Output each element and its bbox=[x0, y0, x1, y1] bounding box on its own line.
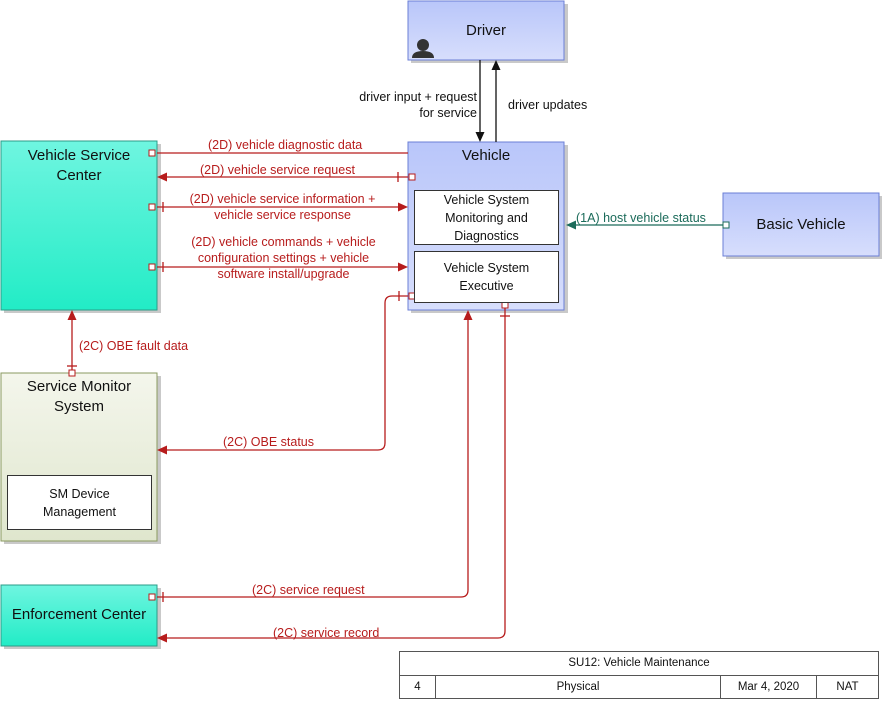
service-info-label: (2D) vehicle service information + vehic… bbox=[189, 192, 376, 222]
obe-status-label: (2C) OBE status bbox=[223, 435, 314, 449]
vehicle-commands-label: (2D) vehicle commands + vehicle configur… bbox=[191, 235, 376, 281]
driver-input-label: driver input + request for service bbox=[359, 90, 477, 120]
basic-vehicle-label: Basic Vehicle bbox=[756, 216, 846, 233]
enforcement-center-label: Enforcement Center bbox=[11, 606, 147, 623]
driver-label: Driver bbox=[466, 22, 506, 39]
sm-device-management[interactable]: SM Device Management bbox=[7, 475, 152, 530]
flow-driver-updates bbox=[491, 60, 501, 142]
title-block: SU12: Vehicle Maintenance 4 Physical Mar… bbox=[399, 651, 879, 699]
flow-host-vehicle-status bbox=[566, 220, 730, 230]
service-request-2d-label: (2D) vehicle service request bbox=[200, 163, 355, 177]
title-block-title: SU12: Vehicle Maintenance bbox=[400, 652, 878, 676]
flow-service-info bbox=[148, 202, 408, 212]
flow-service-request-2d bbox=[157, 172, 416, 182]
service-monitor-system-label: Service Monitor System bbox=[26, 378, 132, 415]
vehicle-service-center-label: Vehicle Service Center bbox=[27, 147, 131, 184]
driver-box[interactable] bbox=[407, 0, 565, 61]
basic-vehicle-box[interactable] bbox=[722, 192, 880, 257]
title-block-type: Physical bbox=[436, 676, 721, 699]
service-request-2c-label: (2C) service request bbox=[252, 583, 365, 597]
flow-obe-status bbox=[157, 291, 416, 455]
vehicle-monitoring-subsystem[interactable]: Vehicle System Monitoring and Diagnostic… bbox=[414, 190, 559, 245]
title-block-number: 4 bbox=[400, 676, 436, 699]
service-record-label: (2C) service record bbox=[273, 626, 380, 640]
flow-obe-fault bbox=[67, 310, 77, 377]
person-icon bbox=[412, 39, 434, 58]
vehicle-executive-subsystem[interactable]: Vehicle System Executive bbox=[414, 251, 559, 303]
host-vehicle-status-label: (1A) host vehicle status bbox=[576, 211, 706, 225]
flow-driver-input bbox=[475, 60, 485, 142]
flow-diag-data bbox=[148, 149, 408, 157]
title-block-date: Mar 4, 2020 bbox=[721, 676, 817, 699]
diag-data-label: (2D) vehicle diagnostic data bbox=[208, 138, 363, 152]
flow-service-request-2c bbox=[148, 310, 473, 602]
flow-vehicle-commands bbox=[148, 262, 408, 272]
vehicle-label: Vehicle bbox=[461, 147, 511, 164]
driver-updates-label: driver updates bbox=[508, 98, 588, 112]
obe-fault-label: (2C) OBE fault data bbox=[79, 339, 189, 353]
enforcement-center-box[interactable] bbox=[0, 584, 158, 647]
vehicle-service-center-box[interactable] bbox=[0, 140, 158, 311]
title-block-author: NAT bbox=[836, 681, 859, 693]
